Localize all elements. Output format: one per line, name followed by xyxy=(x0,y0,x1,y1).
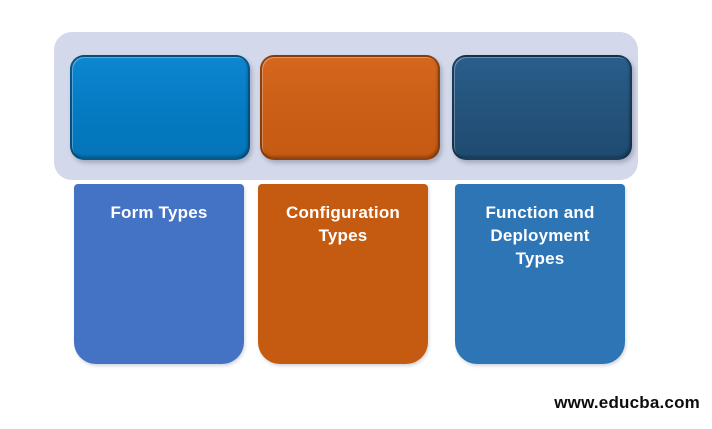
card-label-form-types: Form Types xyxy=(110,203,208,222)
top-box-form-types[interactable] xyxy=(70,55,250,160)
top-box-configuration-types[interactable] xyxy=(260,55,440,160)
card-function-deployment-types[interactable]: Function and Deployment Types xyxy=(455,184,625,364)
watermark-text: www.educba.com xyxy=(554,393,700,412)
card-configuration-types[interactable]: Configuration Types xyxy=(258,184,428,364)
card-form-types[interactable]: Form Types xyxy=(74,184,244,364)
card-label-function-deployment-types: Function and Deployment Types xyxy=(485,203,595,268)
card-label-configuration-types: Configuration Types xyxy=(285,203,401,245)
top-box-function-deployment-types[interactable] xyxy=(452,55,632,160)
